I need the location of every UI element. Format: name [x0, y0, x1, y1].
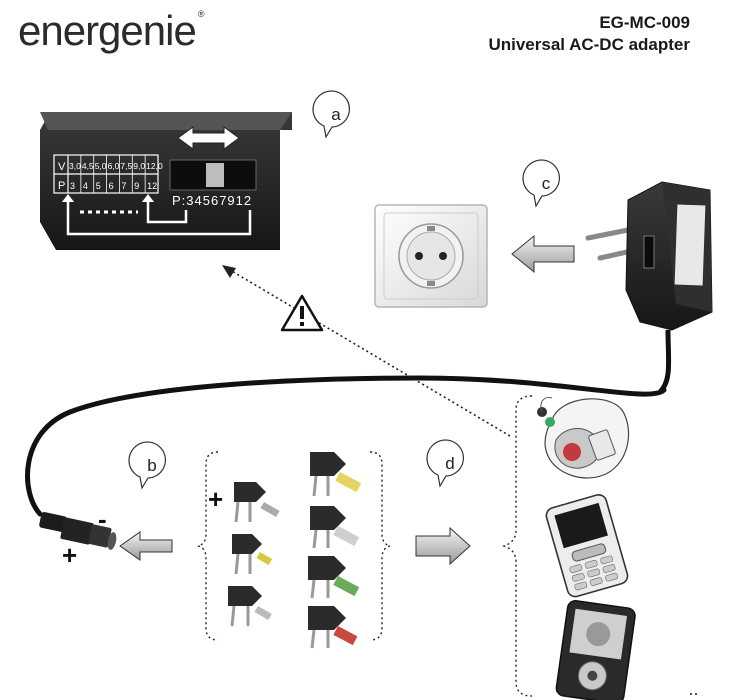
warning-line-arrowhead [222, 265, 236, 278]
callout-c-shape [522, 159, 560, 208]
callout-c: c [524, 166, 568, 206]
position-value: 12 [147, 181, 157, 191]
devices-left-brace [501, 395, 533, 697]
voltage-value: 4,5 [82, 161, 94, 171]
callout-c-label: c [541, 174, 551, 193]
tips-right-brace [369, 451, 391, 641]
model-header: EG-MC-009 Universal AC-DC adapter [488, 12, 690, 56]
polarity-minus-sign: - [98, 504, 107, 534]
tip-left-2 [232, 534, 273, 575]
output-plug [39, 512, 117, 550]
voltage-value: 3,0 [69, 161, 81, 171]
brand-logo: energenie® [18, 7, 205, 54]
tip-right-3 [308, 556, 360, 599]
tip-right-1 [310, 452, 362, 497]
voltage-value: 5,0 [95, 161, 107, 171]
switch-direction-arrow [177, 126, 240, 150]
position-value: 4 [83, 181, 88, 191]
voltage-value: 6,0 [108, 161, 120, 171]
tip-to-device-arrow [415, 526, 471, 566]
voltage-switch-panel: 3,0 3 4,5 4 5,0 5 6,0 6 7,5 7 9,0 9 12,0 12 V P P:345… [40, 112, 292, 250]
adapter-label [674, 204, 706, 286]
plug-in-arrow [511, 234, 575, 274]
connector-tips [228, 452, 362, 649]
device-mp3-player [555, 600, 636, 700]
bracket-right [146, 198, 188, 224]
polarity-plus-sign: + [62, 540, 78, 570]
selector-label: P:34567912 [172, 193, 252, 208]
volt-row-label: V [58, 161, 66, 173]
tip-left-1 [234, 482, 280, 523]
voltage-value: 7,5 [120, 161, 132, 171]
callout-a-shape [312, 90, 350, 139]
adapter-top-edge [40, 112, 292, 130]
brand-name: energenie [18, 7, 197, 54]
plug-pin-1 [585, 227, 631, 241]
callout-d: d [428, 446, 472, 486]
tip-right-2 [310, 506, 360, 549]
callout-bubbles [128, 90, 560, 490]
device-headset-player [537, 397, 630, 479]
warning-icon [280, 294, 324, 332]
position-value: 9 [134, 181, 139, 191]
position-value: 3 [70, 181, 75, 191]
product-name: Universal AC-DC adapter [488, 35, 690, 54]
callout-b: b [130, 448, 174, 488]
power-adapter [585, 181, 713, 394]
voltage-value: 9,0 [133, 161, 145, 171]
position-value: 5 [96, 181, 101, 191]
voltage-value: 12,0 [146, 161, 163, 171]
bracket-left [66, 198, 252, 236]
callout-b-shape [128, 441, 166, 490]
callout-a: a [314, 97, 358, 137]
device-mobile-phone [545, 494, 629, 598]
adapter-side-body [40, 112, 292, 250]
switch-knob [206, 163, 224, 187]
adapter-selector [643, 235, 655, 269]
tip-right-4 [308, 606, 358, 649]
callout-b-label: b [147, 456, 157, 475]
position-value: 7 [121, 181, 126, 191]
wall-socket [374, 204, 488, 308]
tip-to-plug-arrow [119, 531, 173, 561]
callout-d-shape [426, 439, 464, 488]
tips-left-brace [197, 451, 219, 641]
power-cable [25, 375, 667, 517]
tip-left-3 [228, 586, 272, 627]
model-number: EG-MC-009 [599, 13, 690, 32]
tip-polarity-plus-sign: + [208, 484, 224, 514]
callout-d-label: d [445, 454, 455, 473]
voltage-cells: 3,0 3 4,5 4 5,0 5 6,0 6 7,5 7 9,0 9 12,0 12 [69, 155, 163, 193]
callout-a-label: a [331, 105, 341, 124]
position-value: 6 [109, 181, 114, 191]
pos-row-label: P [58, 180, 65, 192]
registered-mark: ® [197, 9, 205, 19]
warning-dotted-line [229, 269, 511, 437]
